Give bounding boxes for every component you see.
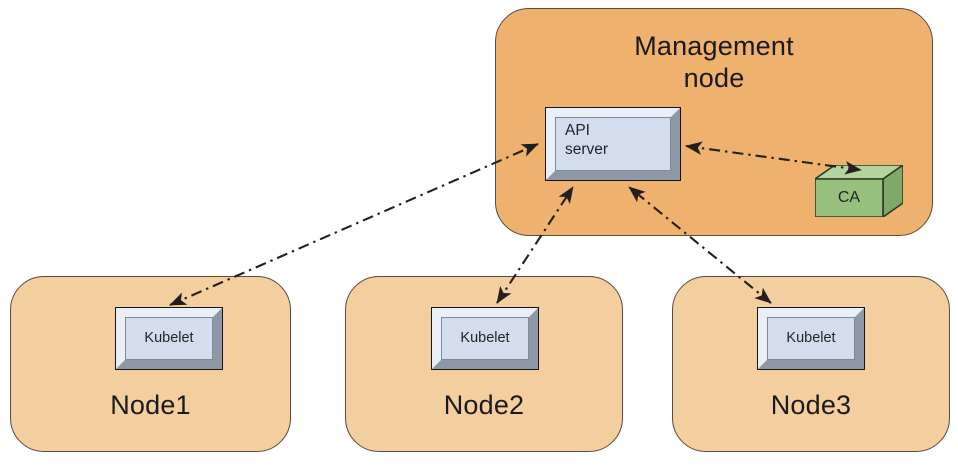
api-server-box[interactable]: API server [545, 107, 681, 181]
node2-kubelet-face [441, 317, 529, 360]
node1-kubelet-face [125, 317, 213, 360]
node1-kubelet-bevel-shadow [116, 308, 222, 369]
node1-label: Node1 [110, 390, 191, 420]
ca-label: CA [837, 189, 861, 206]
node3-kubelet-bevel-highlight [758, 308, 864, 369]
api-server-label: API server [565, 122, 609, 158]
node2-kubelet-bevel-highlight [432, 308, 538, 369]
node3-kubelet-face [767, 317, 855, 360]
ca-box[interactable]: CA [814, 164, 904, 218]
node2-label: Node2 [443, 390, 525, 420]
node3-kubelet-box[interactable]: Kubelet [757, 307, 865, 370]
api-server-bevel-highlight [546, 108, 680, 180]
node3-kubelet-bevel-shadow [758, 308, 864, 369]
node2-kubelet-label: Kubelet [460, 329, 510, 346]
node2-kubelet-box[interactable]: Kubelet [431, 307, 539, 370]
node3-kubelet-label: Kubelet [786, 329, 836, 346]
api-server-face [555, 117, 671, 171]
node2-kubelet-bevel-shadow [432, 308, 538, 369]
node3-label: Node3 [770, 390, 852, 420]
node1-kubelet-bevel-highlight [116, 308, 222, 369]
management-node-label: Management node [634, 31, 794, 93]
node1-kubelet-label: Kubelet [144, 329, 194, 346]
api-server-bevel-shadow [546, 108, 680, 180]
node1-kubelet-box[interactable]: Kubelet [115, 307, 223, 370]
